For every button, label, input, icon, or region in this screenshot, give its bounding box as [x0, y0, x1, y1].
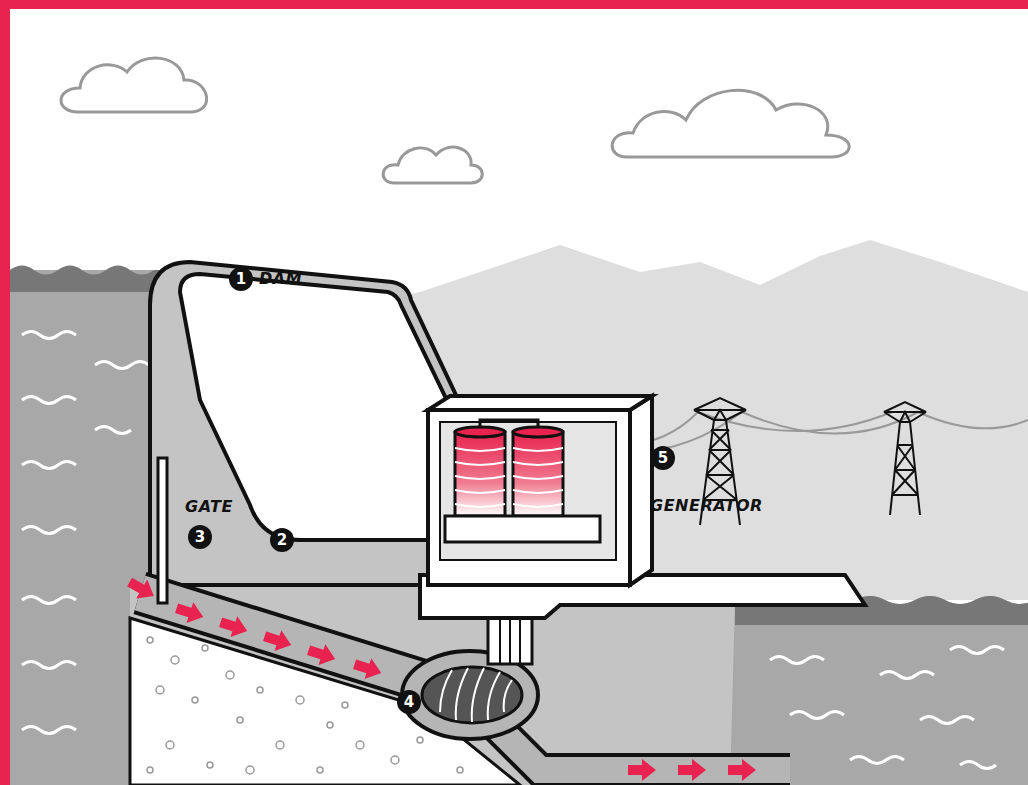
- frame-border: [0, 0, 1028, 9]
- part-label: GATE: [185, 497, 233, 516]
- callout-number: 2: [270, 528, 294, 552]
- part-label: GENERATOR: [650, 496, 763, 515]
- frame-border: [0, 0, 10, 785]
- water-wave: [770, 647, 1004, 769]
- generator-room: [440, 422, 616, 560]
- part-label: DAM: [259, 269, 302, 288]
- water-surface: [10, 266, 160, 293]
- generator-base: [445, 516, 600, 542]
- turbine: [422, 667, 522, 723]
- powerhouse-roof: [428, 396, 652, 410]
- cloud: [612, 90, 849, 157]
- generator-coil: [513, 427, 563, 516]
- transmission-tower: [884, 402, 926, 515]
- callout-number: 4: [397, 690, 421, 714]
- callout-number: 1: [229, 267, 253, 291]
- gate: [158, 458, 167, 603]
- gravel: [147, 637, 463, 774]
- cloud: [61, 58, 207, 112]
- powerhouse: [428, 410, 630, 585]
- powerhouse-side: [630, 396, 652, 585]
- callout-number: 3: [188, 525, 212, 549]
- callout-number: 5: [651, 446, 675, 470]
- turbine-blade: [440, 668, 512, 722]
- generator-coil: [455, 427, 505, 516]
- flow-arrow: [124, 572, 756, 781]
- cloud: [383, 147, 482, 183]
- callout-circle: [188, 267, 675, 714]
